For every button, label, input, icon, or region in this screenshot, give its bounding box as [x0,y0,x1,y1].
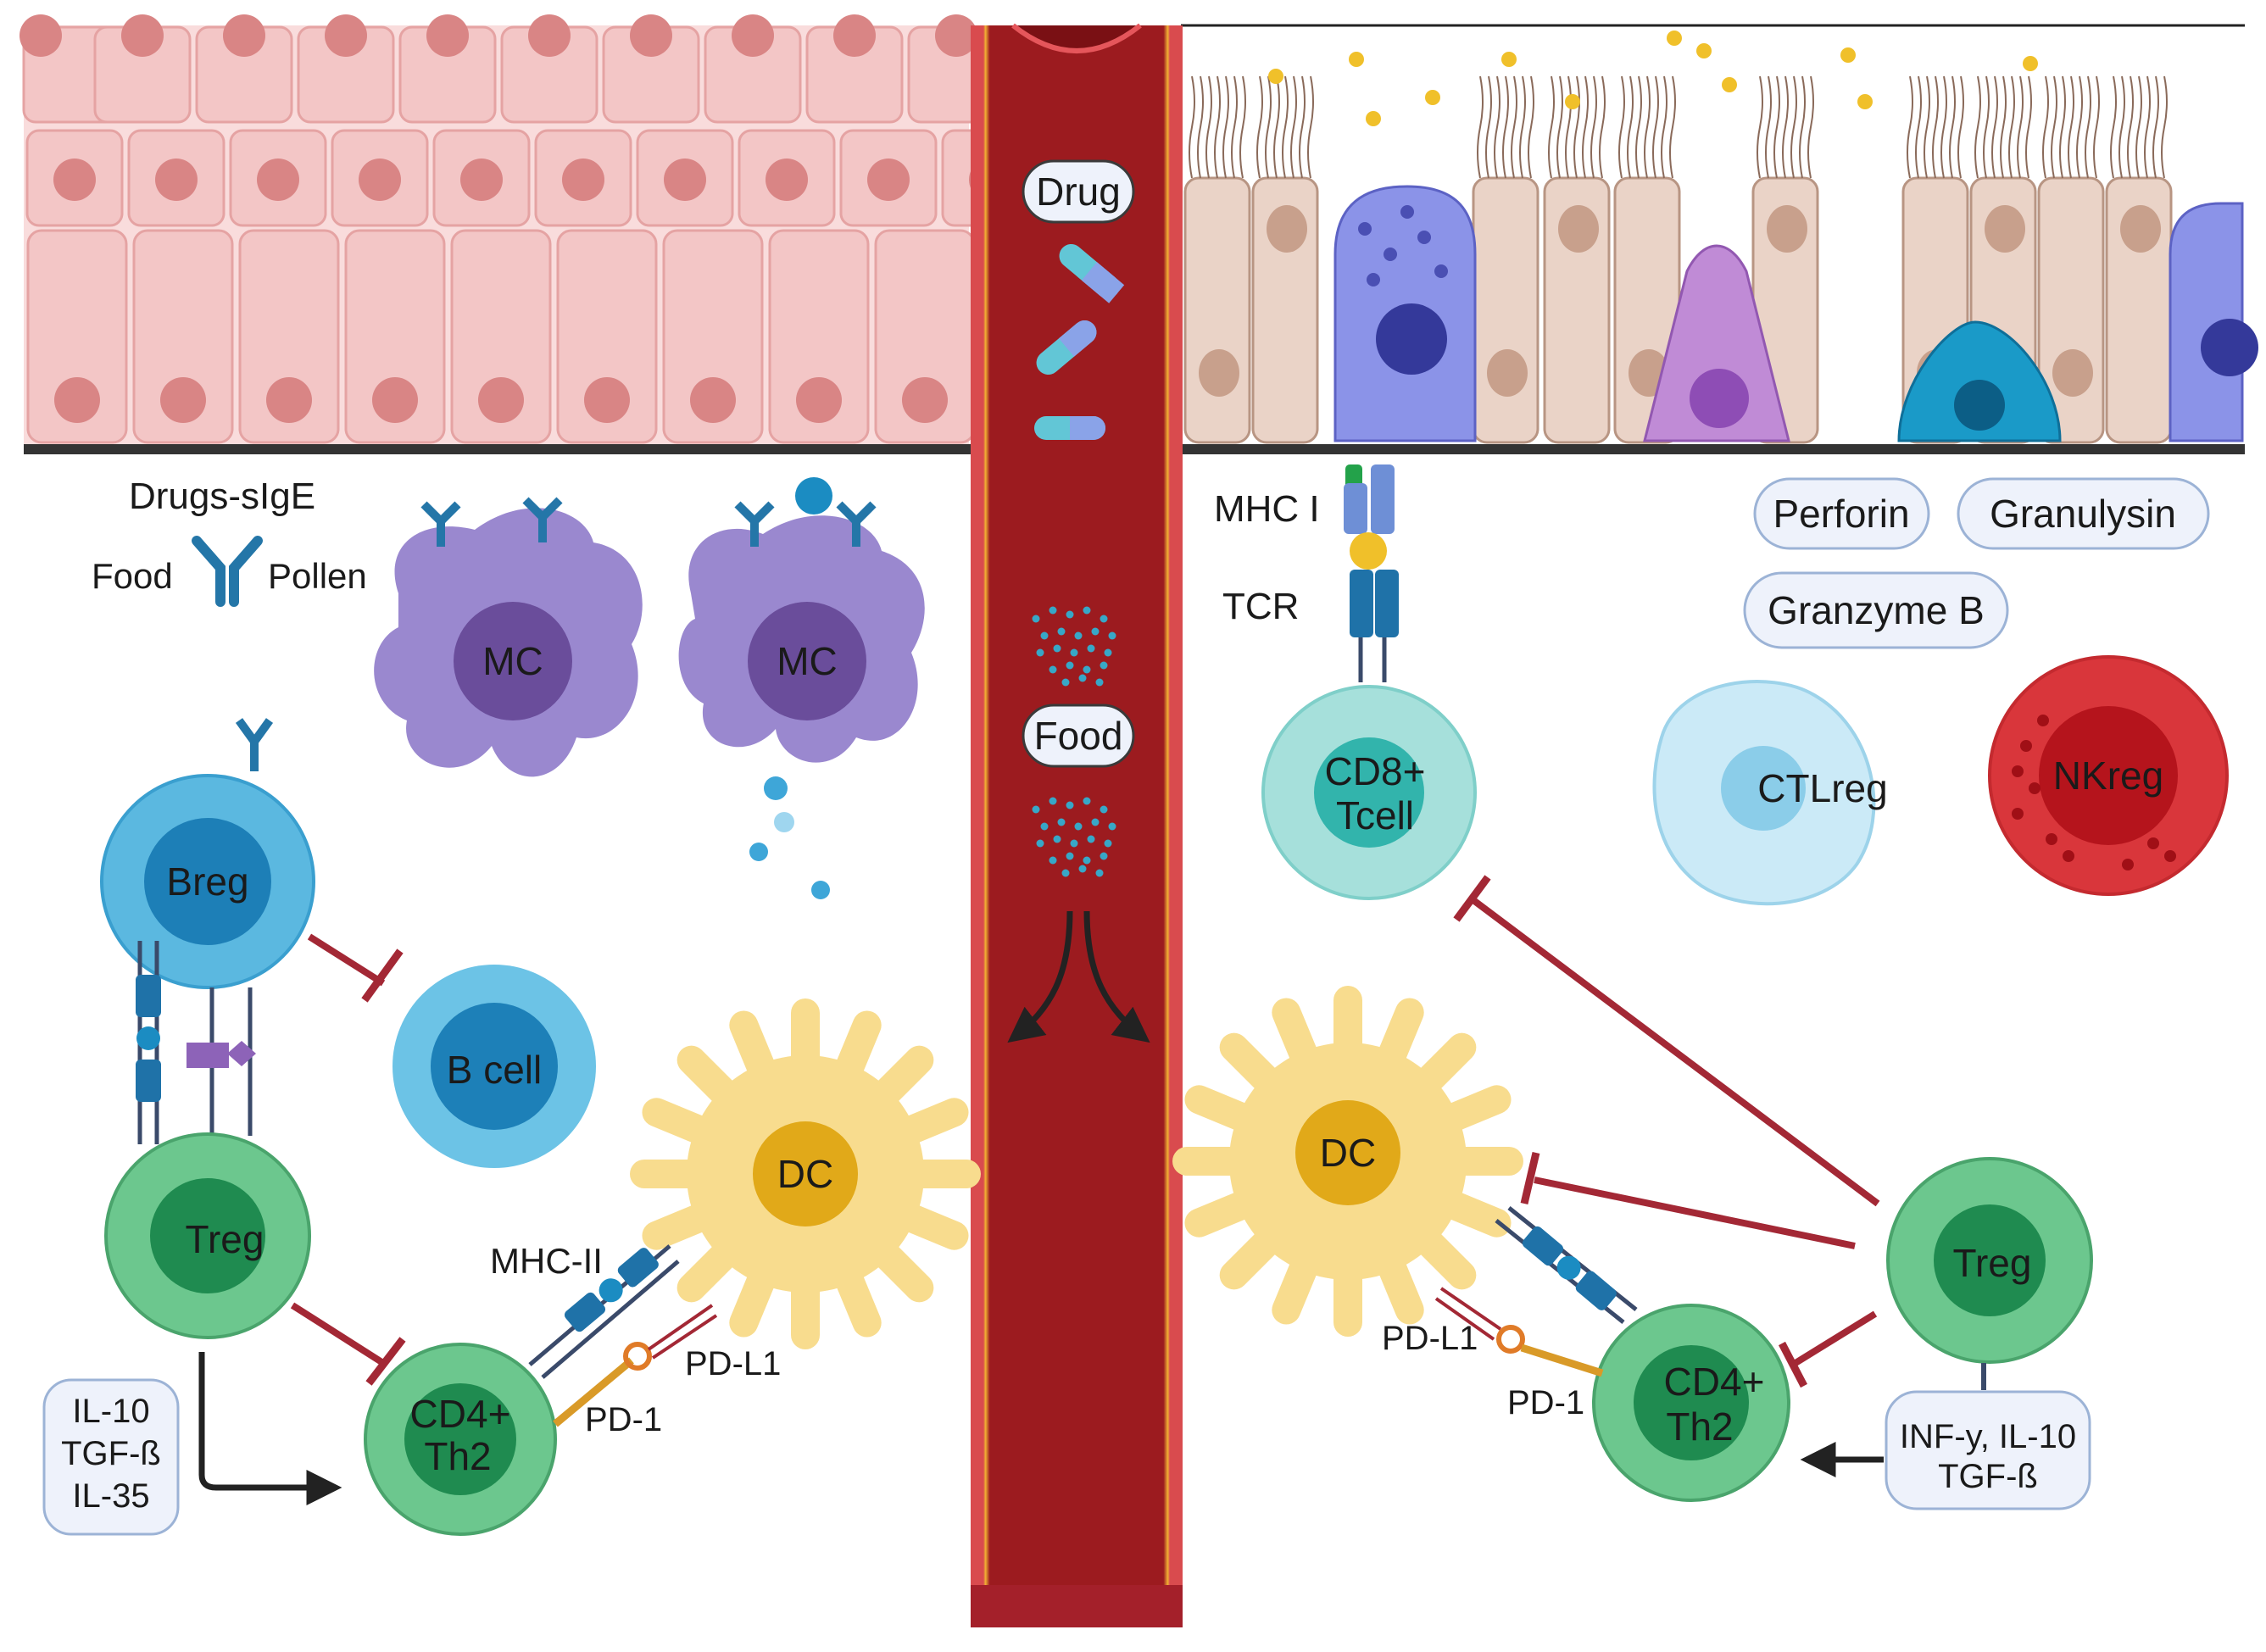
cd8-t-cell: CD8+ Tcell [1261,685,1477,900]
svg-text:Th2: Th2 [1666,1404,1733,1449]
inhibition-bar [365,1337,406,1386]
inhibition-bar [1520,1151,1540,1205]
svg-text:Pollen: Pollen [268,556,367,596]
svg-text:DC: DC [777,1152,833,1196]
svg-text:Treg: Treg [1953,1241,2032,1285]
svg-text:INF-y, IL-10: INF-y, IL-10 [1900,1418,2076,1455]
svg-text:PD-L1: PD-L1 [685,1345,781,1382]
svg-text:CD4+: CD4+ [1664,1360,1765,1404]
svg-text:IL-35: IL-35 [72,1477,149,1515]
food-particles-icon [1032,797,1116,877]
svg-text:DC: DC [1320,1131,1376,1175]
svg-text:Food: Food [92,556,173,596]
svg-text:Granulysin: Granulysin [1990,492,2176,536]
svg-text:MHC-II: MHC-II [490,1241,603,1281]
granzyme-pill: Granzyme B [1743,571,2009,649]
treg-cell-right: Treg [1886,1157,2093,1364]
perforin-pill: Perforin [1753,477,1930,550]
svg-text:B cell: B cell [447,1048,542,1092]
b-cell: B cell [393,965,596,1168]
inhibition-line [1793,1310,1878,1366]
svg-text:Treg: Treg [186,1217,264,1261]
svg-text:PD-1: PD-1 [585,1401,662,1438]
svg-text:Drugs-sIgE: Drugs-sIgE [129,476,315,517]
svg-text:MHC I: MHC I [1214,488,1320,530]
inhibition-bar [361,948,404,1003]
antibody-icon [192,536,263,607]
cytokine-box-right: INF-y, IL-10 TGF-ß [1885,1390,2091,1510]
th2-cell-right: CD4+ Th2 [1592,1304,1790,1502]
left-immune-synapse: MHC-II PD-1 PD-L1 [490,1241,781,1438]
th2-cell-left: CD4+ Th2 [364,1343,557,1536]
svg-text:Food: Food [1034,714,1123,758]
inhibition-bar [1453,875,1491,922]
svg-text:Breg: Breg [166,859,248,904]
granulysin-pill: Granulysin [1957,477,2210,550]
svg-text:TGF-ß: TGF-ß [1938,1458,2038,1495]
vessel-exit-arrows [1007,910,1150,1043]
right-immune-synapse: PD-L1 PD-1 [1382,1206,1638,1421]
breg-cell: Breg [100,718,315,989]
inhibition-line [307,933,386,987]
inhibition-line [290,1302,388,1368]
svg-text:CD8+: CD8+ [1325,749,1426,793]
cytokine-box-left: IL-10 TGF-ß IL-35 [42,1378,180,1536]
svg-text:IL-10: IL-10 [72,1393,149,1430]
dendritic-cell-right: DC [1172,986,1523,1337]
antibody-icon [522,497,563,542]
svg-text:Tcell: Tcell [1336,793,1414,837]
left-epithelium [19,14,1039,454]
svg-text:Th2: Th2 [424,1434,491,1478]
svg-text:Granzyme B: Granzyme B [1768,588,1985,632]
svg-text:Perforin: Perforin [1773,492,1909,536]
breg-treg-synapse [136,941,256,1144]
svg-text:TCR: TCR [1222,586,1299,627]
dendritic-cell-left: DC [630,998,981,1349]
stimulation-arrow [198,1352,342,1505]
svg-text:TGF-ß: TGF-ß [61,1435,161,1472]
svg-text:MC: MC [777,639,838,683]
inhibition-bar [1779,1341,1807,1388]
mast-cell-2: MC [678,477,925,899]
nkreg-cell: NKreg [1988,655,2229,896]
allergen-icon [795,477,832,515]
inhibition-line [1471,897,1880,1207]
drug-label-pill: Drug [1022,159,1135,224]
ige-legend: Drugs-sIgE Food Pollen [92,476,367,607]
drug-capsule-icon [1034,244,1125,440]
svg-text:NKreg: NKreg [2053,754,2163,798]
antibody-icon [420,501,461,547]
svg-text:CTLreg: CTLreg [1757,766,1887,810]
svg-text:PD-1: PD-1 [1507,1384,1584,1421]
food-label-pill: Food [1022,704,1135,768]
antibody-icon [235,718,274,771]
ctlreg-cell: CTLreg [1652,680,1888,906]
svg-text:CD4+: CD4+ [410,1392,511,1436]
svg-text:PD-L1: PD-L1 [1382,1320,1478,1357]
mhc-i-tcr-complex: MHC I TCR [1214,464,1399,682]
mast-cell-1: MC [374,497,643,777]
svg-text:MC: MC [482,639,543,683]
antibody-icon [734,501,775,547]
inhibition-line [1534,1176,1856,1249]
right-epithelium [1181,24,2258,454]
svg-text:Drug: Drug [1036,170,1121,214]
food-particles-icon [1032,606,1116,687]
treg-cell-left: Treg [104,1132,311,1339]
antibody-icon [836,501,877,547]
